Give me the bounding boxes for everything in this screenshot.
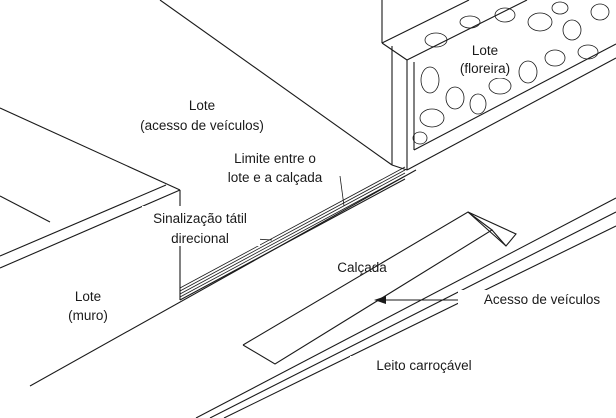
lote-floreira-label-line1: Lote [472,43,498,58]
lot-driveway-edge [159,0,393,166]
lote-muro-label-line2: (muro) [68,308,108,323]
driveway-ramp [242,211,517,365]
lote-acesso-label-line2: (acesso de veículos) [140,118,264,133]
curb-lines [195,197,616,418]
planter-box [381,0,616,171]
calcada-label: Calçada [337,260,387,275]
lote-acesso-label-line1: Lote [189,98,215,113]
limite-leader-line [339,175,345,207]
tactile-strip [179,166,406,301]
lote-floreira-label-line2: (floreira) [460,61,510,76]
sinalizacao-label-line1: Sinalização tátil [153,211,247,226]
acesso-veiculos-label: Acesso de veículos [484,292,601,307]
limite-label-line1: Limite entre o [234,151,316,166]
sinalizacao-label-line2: direcional [171,231,229,246]
planter-stones [412,1,610,145]
limite-label-line2: lote e a calçada [228,170,323,185]
leito-label: Leito carroçável [376,358,471,373]
wall-block [0,107,181,300]
lote-muro-label-line1: Lote [75,289,101,304]
access-arrow [374,296,470,304]
sidewalk-edge [29,169,417,387]
